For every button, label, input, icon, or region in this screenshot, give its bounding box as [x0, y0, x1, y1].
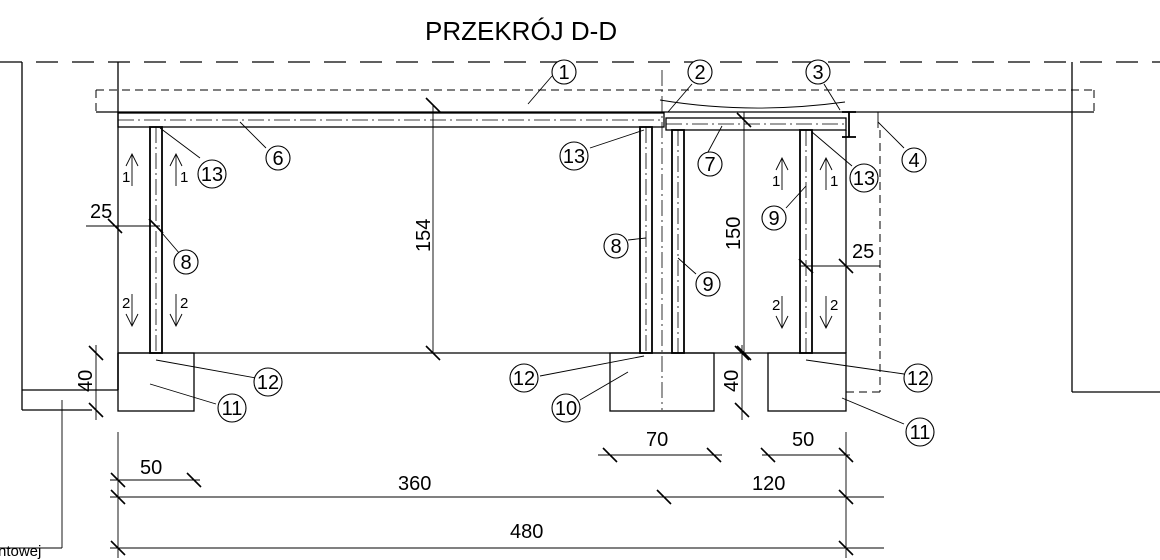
svg-text:7: 7: [704, 154, 715, 176]
marker-11: 11: [217, 393, 247, 423]
svg-text:4: 4: [908, 150, 919, 172]
marker-13: 13: [197, 159, 227, 189]
column-mid-8: [639, 126, 653, 354]
dim-360: 360: [398, 473, 431, 495]
svg-text:8: 8: [610, 236, 621, 258]
section-label: 1: [180, 169, 188, 186]
marker-12: 12: [903, 363, 933, 393]
dim-50-left: 50: [140, 457, 162, 479]
marker-2: 2: [687, 59, 713, 85]
svg-text:10: 10: [555, 398, 577, 420]
marker-8: 8: [603, 233, 629, 259]
svg-text:12: 12: [513, 368, 535, 390]
svg-text:9: 9: [702, 274, 713, 296]
dim-70: 70: [646, 429, 668, 451]
section-label: 1: [830, 173, 838, 190]
dim-150: 150: [723, 217, 745, 250]
leader-lines: [149, 75, 905, 425]
dim-50-right: 50: [792, 429, 814, 451]
top-beam-7: [665, 117, 847, 131]
section-label: 2: [122, 295, 130, 312]
marker-12: 12: [509, 363, 539, 393]
marker-10: 10: [551, 393, 581, 423]
svg-text:1: 1: [558, 62, 569, 84]
outer-walls: [0, 62, 1160, 549]
dim-120: 120: [752, 473, 785, 495]
marker-4: 4: [901, 147, 927, 173]
section-label: 2: [830, 297, 838, 314]
dimension-texts: 25 25 154 150 40 40 50 360 120 480 70 50: [75, 201, 874, 543]
marker-7: 7: [697, 151, 723, 177]
marker-1: 1: [551, 59, 577, 85]
section-arrow-labels: 1 1 2 2 1 1 2 2: [122, 169, 838, 314]
dimension-lines: [86, 97, 884, 558]
svg-text:13: 13: [201, 164, 223, 186]
section-label: 2: [180, 295, 188, 312]
column-left: [149, 126, 163, 354]
section-label: 2: [772, 297, 780, 314]
floor-and-footings: [117, 352, 847, 412]
marker-13: 13: [559, 141, 589, 171]
marker-bubbles: 1 2 3 4 6 7 8 8 9 9 10 11 11 12 12 12 13…: [173, 59, 935, 447]
dim-154: 154: [413, 219, 435, 252]
marker-13: 13: [849, 163, 879, 193]
svg-text:12: 12: [257, 372, 279, 394]
marker-8: 8: [173, 249, 199, 275]
marker-6: 6: [265, 145, 291, 171]
svg-text:3: 3: [812, 62, 823, 84]
dim-25-left: 25: [90, 201, 112, 223]
right-wall-line: [845, 130, 881, 393]
column-right: [799, 129, 813, 354]
section-label: 1: [122, 169, 130, 186]
svg-text:11: 11: [222, 398, 243, 420]
dim-25-right: 25: [852, 241, 874, 263]
svg-text:6: 6: [272, 148, 283, 170]
marker-11: 11: [905, 417, 935, 447]
marker-9: 9: [695, 271, 721, 297]
marker-3: 3: [805, 59, 831, 85]
slab: [95, 89, 1095, 113]
section-label: 1: [772, 173, 780, 190]
svg-text:11: 11: [910, 422, 931, 444]
dim-480: 480: [510, 521, 543, 543]
dim-40-right: 40: [721, 370, 743, 392]
svg-text:12: 12: [907, 368, 929, 390]
svg-text:13: 13: [563, 146, 585, 168]
top-beam-6: [117, 112, 665, 128]
column-mid-9: [671, 129, 685, 354]
drawing-title: PRZEKRÓJ D-D: [425, 16, 617, 46]
svg-text:13: 13: [853, 168, 875, 190]
dim-40-left: 40: [75, 370, 97, 392]
svg-text:9: 9: [768, 208, 779, 230]
marker-12: 12: [253, 367, 283, 397]
cut-off-label: ntowej: [0, 543, 41, 560]
steel-plate-4: [842, 111, 879, 138]
svg-text:8: 8: [180, 252, 191, 274]
section-arrows: [125, 152, 833, 330]
svg-text:2: 2: [694, 62, 705, 84]
marker-9: 9: [761, 205, 787, 231]
